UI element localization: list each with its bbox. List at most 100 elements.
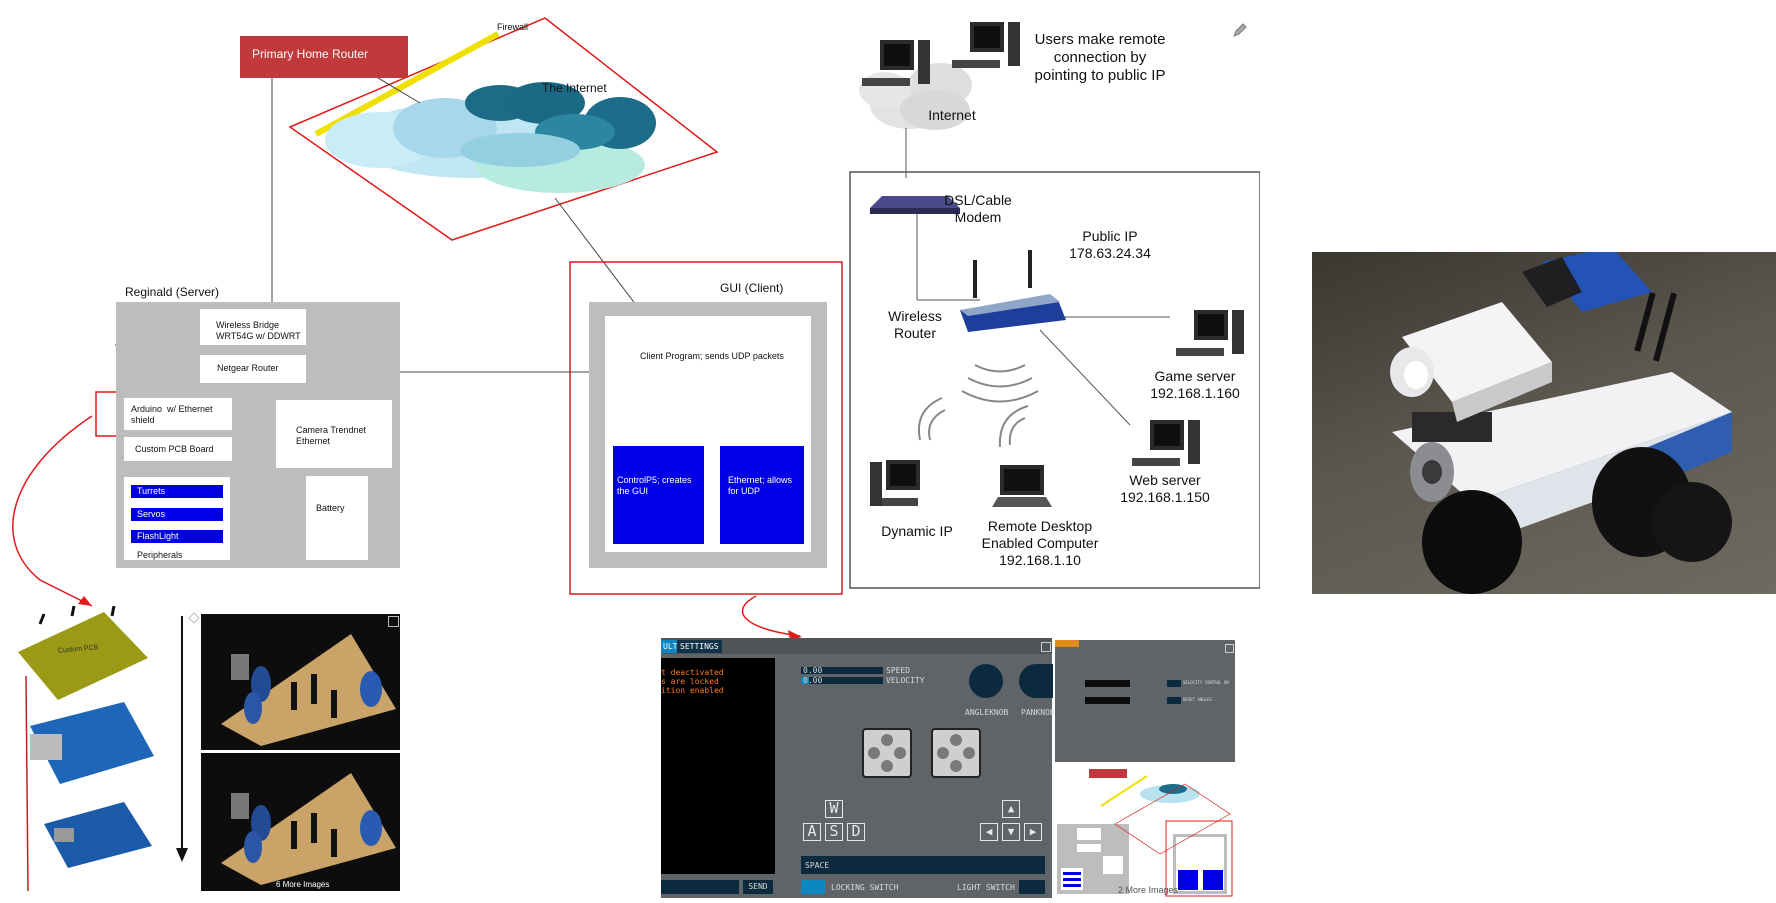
speed-value: 0.00 — [803, 666, 823, 675]
key-w[interactable]: W — [825, 800, 843, 818]
ethernet-box — [720, 446, 804, 544]
console-line-2: s are locked — [661, 677, 719, 686]
pan-knob[interactable] — [1019, 664, 1053, 698]
game-server-label: Game server 192.168.1.160 — [1150, 368, 1240, 401]
remote-desktop-label: Remote Desktop Enabled Computer 192.168.… — [981, 518, 1099, 568]
angle-knob[interactable] — [969, 664, 1003, 698]
velocity-value: 0.00 — [803, 676, 823, 685]
pencil-icon[interactable] — [1232, 22, 1248, 38]
lan-enclosure — [849, 171, 1260, 589]
thumb-field-2 — [1085, 697, 1130, 704]
velocity-slider-fill — [801, 677, 809, 684]
wireless-router-label: Wireless Router — [888, 308, 942, 341]
netgear-router-label: Netgear Router — [217, 363, 279, 373]
computer-icons — [862, 22, 1244, 507]
diagram-thumbnail[interactable] — [1055, 764, 1235, 898]
settings-thumbnail[interactable]: VELOCITY CONTROL ON RESET ANGLES — [1055, 640, 1235, 762]
camera-label: Camera Trendnet Ethernet — [296, 425, 367, 446]
space-bar[interactable] — [801, 856, 1045, 874]
server-title: Reginald (Server) — [125, 285, 220, 299]
pan-knob-label: PANKNOB — [1021, 708, 1055, 717]
arrow-right-icon[interactable]: ▶ — [1024, 823, 1042, 841]
tab-settings[interactable]: SETTINGS — [677, 640, 722, 653]
diagram-thumbnail-illustration — [1057, 769, 1233, 897]
dynamic-ip-label: Dynamic IP — [881, 523, 953, 539]
custom-pcb-label: Custom PCB Board — [135, 444, 214, 454]
locking-switch[interactable] — [801, 880, 825, 894]
peripherals-label: Peripherals — [137, 550, 183, 560]
pencil-icon[interactable] — [1225, 644, 1234, 653]
angle-knob-label: ANGLEKNOB — [965, 708, 1009, 717]
robot-illustration — [1390, 252, 1732, 594]
dpad-right[interactable] — [931, 728, 981, 778]
speed-label: SPEED — [886, 666, 911, 675]
velocity-control-label: VELOCITY CONTROL ON — [1183, 680, 1229, 685]
thumb-toggle-2 — [1167, 697, 1181, 704]
thumb-tab — [1055, 640, 1079, 647]
component-stack-image[interactable] — [14, 605, 164, 896]
component-illustration — [18, 605, 154, 892]
wireless-bridge-box — [200, 309, 306, 345]
controlp5-label: ControlP5; creates the GUI — [617, 475, 692, 496]
pcb-photo-1[interactable] — [201, 614, 400, 750]
tab-default[interactable]: ULT — [661, 640, 678, 653]
primary-router-label: Primary Home Router — [252, 47, 369, 61]
expand-icon[interactable] — [388, 616, 399, 627]
reset-angles-label: RESET ANGLES — [1183, 697, 1212, 702]
peripheral-turrets: Turrets — [131, 485, 223, 498]
gui-highlight — [569, 261, 843, 595]
console-line-1: t deactivated — [661, 668, 724, 677]
gui-title: GUI (Client) — [720, 281, 784, 295]
console — [661, 658, 775, 874]
users-text: Users make remote connection by pointing… — [1034, 31, 1166, 84]
space-label: SPACE — [805, 861, 830, 870]
pcb-photo-2[interactable] — [201, 753, 400, 891]
key-a[interactable]: A — [803, 823, 821, 841]
speed-slider[interactable] — [801, 667, 883, 674]
more-images-2[interactable]: 2 More Images — [1118, 885, 1179, 895]
velocity-label: VELOCITY — [886, 676, 925, 685]
thumb-toggle-1 — [1167, 680, 1181, 687]
internet-cloud — [325, 82, 656, 193]
arrow-left-icon[interactable]: ◀ — [980, 823, 998, 841]
expand-icon[interactable] — [1041, 642, 1051, 652]
light-switch-label: LIGHT SWITCH — [957, 883, 1015, 892]
tab-bar — [661, 638, 1052, 654]
battery-label: Battery — [316, 503, 345, 513]
pcb-illustration-2 — [221, 773, 396, 885]
arrow-down-icon[interactable]: ▼ — [1002, 823, 1020, 841]
router-icon — [960, 250, 1066, 332]
message-input[interactable] — [661, 880, 739, 894]
network-diagram — [849, 22, 1260, 589]
battery-box — [306, 476, 368, 560]
locking-switch-label: LOCKING SWITCH — [831, 883, 899, 892]
controlp5-box — [613, 446, 704, 544]
velocity-slider[interactable] — [801, 677, 883, 684]
peripheral-flashlight: FlashLight — [131, 530, 223, 543]
client-program-label: Client Program; sends UDP packets — [640, 351, 784, 361]
internet-label: The Internet — [542, 81, 607, 95]
public-ip-label: Public IP 178.63.24.34 — [1069, 228, 1151, 261]
robot-photo[interactable] — [1312, 252, 1776, 594]
arrow-up-icon[interactable]: ▲ — [1002, 800, 1020, 818]
peripheral-servos: Servos — [131, 508, 223, 521]
arduino-label: Arduino w/ Ethernet shield — [131, 404, 213, 425]
modem-icon — [870, 196, 960, 214]
netgear-router-box — [200, 355, 306, 383]
light-switch[interactable] — [1019, 880, 1045, 894]
more-images-1[interactable]: 6 More Images — [276, 880, 330, 889]
firewall-line — [314, 31, 500, 137]
camera-box — [276, 400, 392, 468]
key-s[interactable]: S — [825, 823, 843, 841]
key-d[interactable]: D — [847, 823, 865, 841]
arduino-box — [124, 398, 232, 430]
custom-pcb-box — [124, 437, 232, 461]
dpad-left[interactable] — [862, 728, 912, 778]
web-server-label: Web server 192.168.1.150 — [1120, 472, 1210, 505]
modem-label: DSL/Cable Modem — [944, 192, 1012, 225]
pcb-illustration-1 — [221, 634, 396, 746]
send-button[interactable]: SEND — [743, 880, 773, 894]
wireless-bridge-label: Wireless Bridge WRT54G w/ DDWRT — [216, 320, 301, 341]
console-line-3: ition enabled — [661, 686, 724, 695]
